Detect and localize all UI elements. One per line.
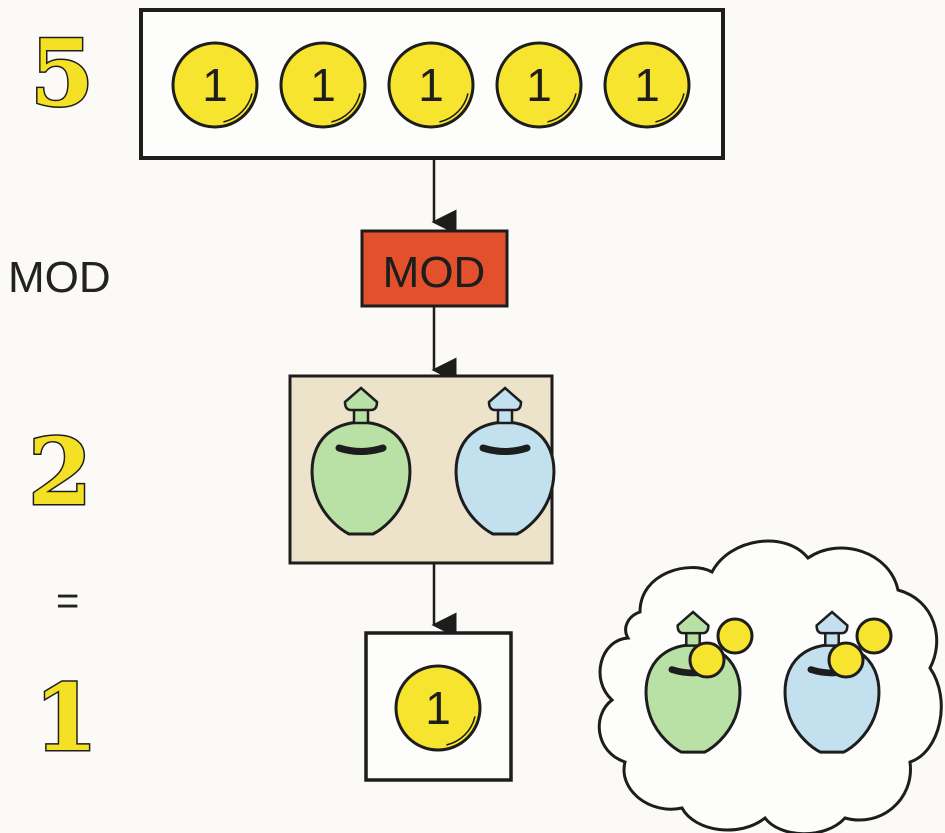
- coin: 1: [279, 41, 367, 129]
- divisor-jars: [310, 386, 556, 536]
- jar: [454, 386, 556, 536]
- coin: 1: [394, 664, 482, 752]
- coin: 1: [171, 41, 259, 129]
- thought-cloud: [597, 539, 943, 833]
- dividend-numeral: 5: [30, 19, 94, 127]
- coin-value: 1: [526, 59, 552, 111]
- input-coins: 1 1 1 1 1: [171, 41, 691, 129]
- coin-value: 1: [634, 59, 660, 111]
- jar: [310, 386, 412, 536]
- coin: 1: [495, 41, 583, 129]
- coin-value: 1: [418, 59, 444, 111]
- held-coin: [688, 641, 726, 679]
- coin-value: 1: [202, 59, 228, 111]
- operator-label: MOD: [8, 253, 111, 302]
- cloud-jars: [644, 610, 893, 754]
- held-coin: [855, 617, 893, 655]
- equals-sign: =: [56, 579, 79, 623]
- coin-value: 1: [310, 59, 336, 111]
- coin: 1: [387, 41, 475, 129]
- coin-value: 1: [425, 682, 451, 734]
- held-coin: [827, 641, 865, 679]
- held-coin: [716, 617, 754, 655]
- output-coins: 1: [394, 664, 482, 752]
- coin: 1: [603, 41, 691, 129]
- mod-operator-label: MOD: [383, 248, 486, 297]
- divisor-numeral: 2: [28, 418, 92, 526]
- result-numeral: 1: [34, 664, 98, 772]
